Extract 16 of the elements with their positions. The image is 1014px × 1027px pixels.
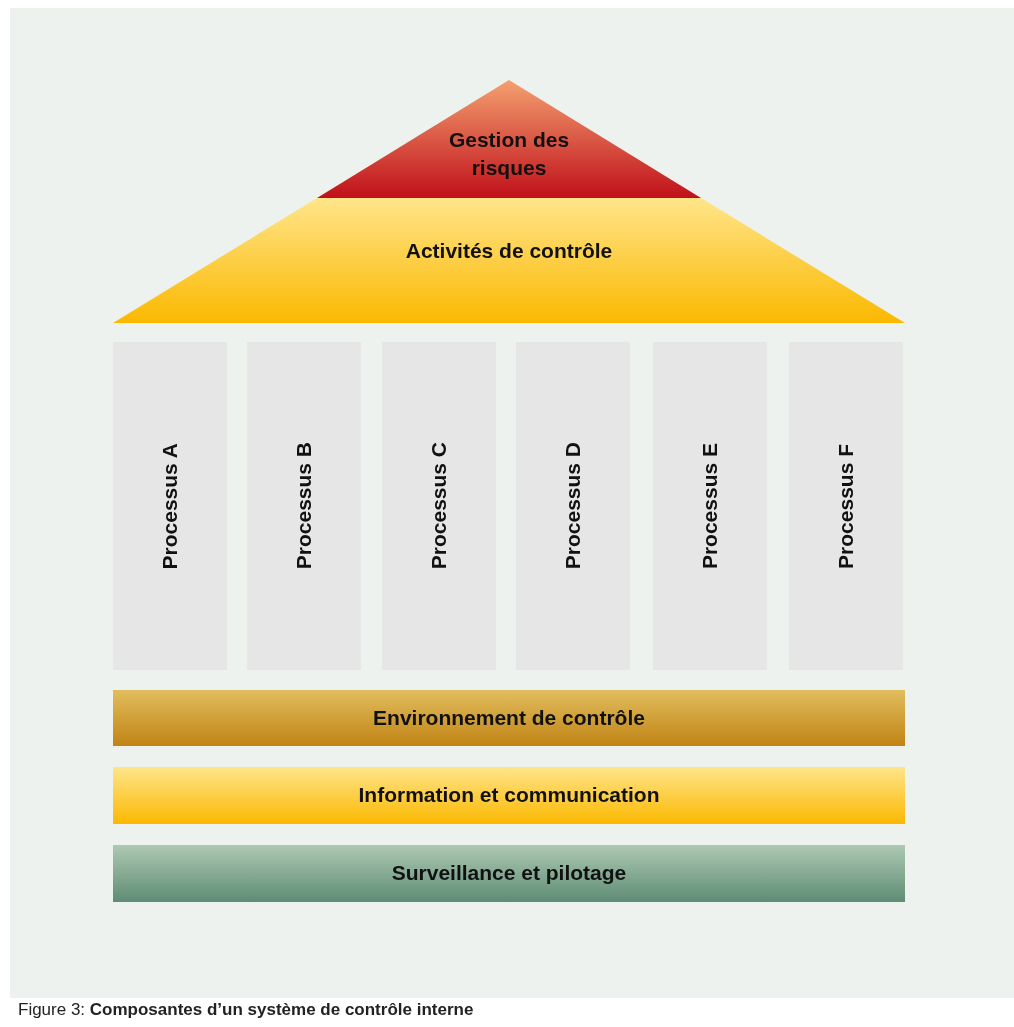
pillar-label: Processus A	[156, 442, 182, 570]
pillar-label: Processus B	[290, 442, 316, 570]
pillar-label: Processus C	[425, 442, 451, 570]
section-label: Gestion des risques	[447, 126, 571, 181]
section-label: Activités de contrôle	[405, 238, 613, 265]
roof-triangle	[317, 80, 701, 198]
foundation-band	[113, 845, 905, 902]
pillar-label: Processus E	[696, 442, 722, 570]
foundation-band	[113, 767, 905, 824]
section-label: Surveillance et pilotage	[391, 860, 627, 887]
figure-caption: Figure 3: Composantes d’un système de contrôle interne	[18, 1000, 474, 1020]
foundation-band	[113, 690, 905, 746]
pillar-label: Processus F	[832, 443, 858, 569]
section-label: Environnement de contrôle	[373, 704, 645, 731]
section-label: Information et communication	[358, 782, 660, 809]
pillar-label: Processus D	[559, 442, 585, 570]
